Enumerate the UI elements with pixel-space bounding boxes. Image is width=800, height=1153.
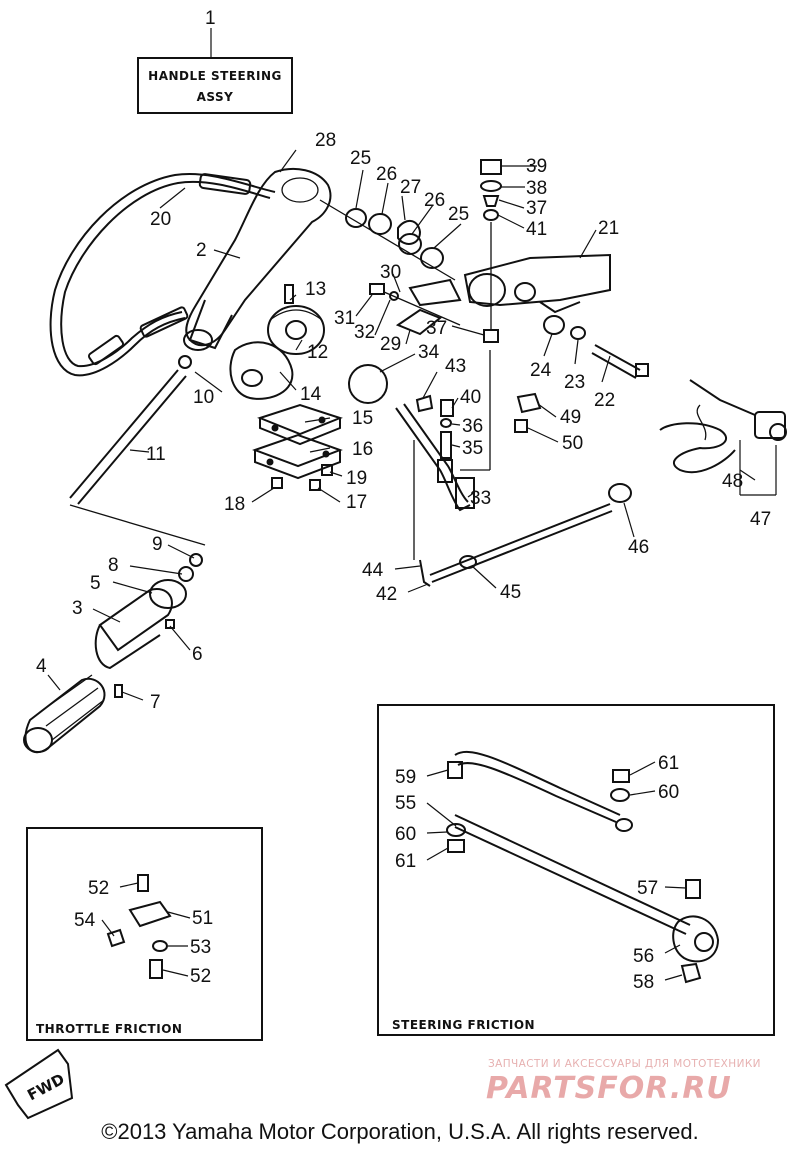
throttle-friction-box: THROTTLE FRICTION	[26, 827, 263, 1041]
throttle-grip	[23, 553, 203, 754]
callout-10: 10	[193, 387, 214, 408]
callout-28: 28	[315, 130, 336, 151]
callout-37b: 37	[426, 318, 447, 339]
callout-55: 55	[395, 793, 416, 814]
hardware-stack	[480, 159, 502, 343]
callout-31: 31	[334, 308, 355, 329]
title-line-2: ASSY	[197, 90, 234, 104]
callout-54: 54	[74, 910, 96, 931]
steering-friction-label: STEERING FRICTION	[392, 1018, 535, 1032]
callout-5: 5	[90, 573, 101, 594]
callout-22: 22	[594, 390, 615, 411]
shift-linkage	[413, 440, 632, 587]
callout-numbers: 1 2 3 4 5 6 7 8 9 10 11 12 13 14 15 16 1…	[36, 8, 771, 993]
callout-53: 53	[190, 937, 211, 958]
shift-lever	[348, 364, 475, 512]
plate-stack	[252, 403, 343, 491]
copyright-notice: ©2013 Yamaha Motor Corporation, U.S.A. A…	[101, 1119, 699, 1144]
small-parts	[415, 350, 491, 471]
callout-57: 57	[637, 878, 658, 899]
callout-61a: 61	[395, 851, 416, 872]
callout-20: 20	[150, 209, 171, 230]
callout-13: 13	[305, 279, 326, 300]
washer-stack	[319, 199, 456, 281]
callout-51: 51	[192, 908, 213, 929]
callout-9: 9	[152, 534, 163, 555]
callout-36: 36	[462, 416, 483, 437]
callout-8: 8	[108, 555, 119, 576]
callout-21: 21	[598, 218, 619, 239]
callout-46: 46	[628, 537, 649, 558]
callout-15: 15	[352, 408, 373, 429]
callout-33: 33	[470, 488, 491, 509]
callout-47: 47	[750, 509, 771, 530]
fwd-arrow: FWD	[4, 1048, 74, 1120]
callout-26a: 26	[376, 164, 397, 185]
callout-19: 19	[346, 468, 367, 489]
callout-56: 56	[633, 946, 654, 967]
callout-34: 34	[418, 342, 440, 363]
callout-49: 49	[560, 407, 581, 428]
throttle-cable	[49, 173, 276, 377]
callout-60a: 60	[395, 824, 416, 845]
title-box: HANDLE STEERING ASSY	[137, 28, 293, 114]
callout-50: 50	[562, 433, 583, 454]
callout-29: 29	[380, 334, 401, 355]
callout-25a: 25	[350, 148, 371, 169]
throttle-friction-label: THROTTLE FRICTION	[36, 1022, 182, 1036]
steering-bracket	[463, 253, 649, 379]
callout-23: 23	[564, 372, 585, 393]
callout-45: 45	[500, 582, 521, 603]
friction-drum	[229, 284, 325, 400]
callout-24: 24	[530, 360, 552, 381]
callout-1: 1	[205, 8, 216, 29]
callout-25b: 25	[448, 204, 469, 225]
callout-52a: 52	[88, 878, 109, 899]
callout-32: 32	[354, 322, 375, 343]
title-line-1: HANDLE STEERING	[148, 69, 282, 83]
callout-41: 41	[526, 219, 547, 240]
callout-17: 17	[346, 492, 367, 513]
callout-16: 16	[352, 439, 373, 460]
callout-12: 12	[307, 342, 328, 363]
leader-lines	[47, 149, 756, 981]
callout-60b: 60	[658, 782, 679, 803]
callout-35: 35	[462, 438, 483, 459]
callout-7: 7	[150, 692, 161, 713]
callout-26b: 26	[424, 190, 445, 211]
callout-30: 30	[380, 262, 401, 283]
steering-friction-box: STEERING FRICTION	[377, 704, 775, 1036]
callout-39: 39	[526, 156, 547, 177]
callout-48: 48	[722, 471, 743, 492]
callout-38: 38	[526, 178, 547, 199]
callout-37a: 37	[526, 198, 547, 219]
callout-27: 27	[400, 177, 421, 198]
shift-rod	[69, 355, 206, 546]
callout-4: 4	[36, 656, 47, 677]
callout-6: 6	[192, 644, 203, 665]
callout-2: 2	[196, 240, 207, 261]
callout-44: 44	[362, 560, 384, 581]
callout-14: 14	[300, 384, 322, 405]
callout-52b: 52	[190, 966, 211, 987]
callout-3: 3	[72, 598, 83, 619]
callout-40: 40	[460, 387, 481, 408]
handle-bracket	[183, 167, 332, 351]
watermark-tagline: ЗАПЧАСТИ И АКСЕССУАРЫ ДЛЯ МОТОТЕХНИКИ	[488, 1058, 761, 1070]
callout-58: 58	[633, 972, 654, 993]
callout-43: 43	[445, 356, 466, 377]
stop-switch-lanyard	[514, 379, 787, 496]
watermark-logo: PARTSFOR.RU	[486, 1071, 732, 1106]
callout-61b: 61	[658, 753, 679, 774]
callout-18: 18	[224, 494, 245, 515]
callout-11: 11	[146, 444, 166, 465]
callout-59: 59	[395, 767, 416, 788]
friction-lever	[369, 278, 462, 336]
callout-42: 42	[376, 584, 397, 605]
